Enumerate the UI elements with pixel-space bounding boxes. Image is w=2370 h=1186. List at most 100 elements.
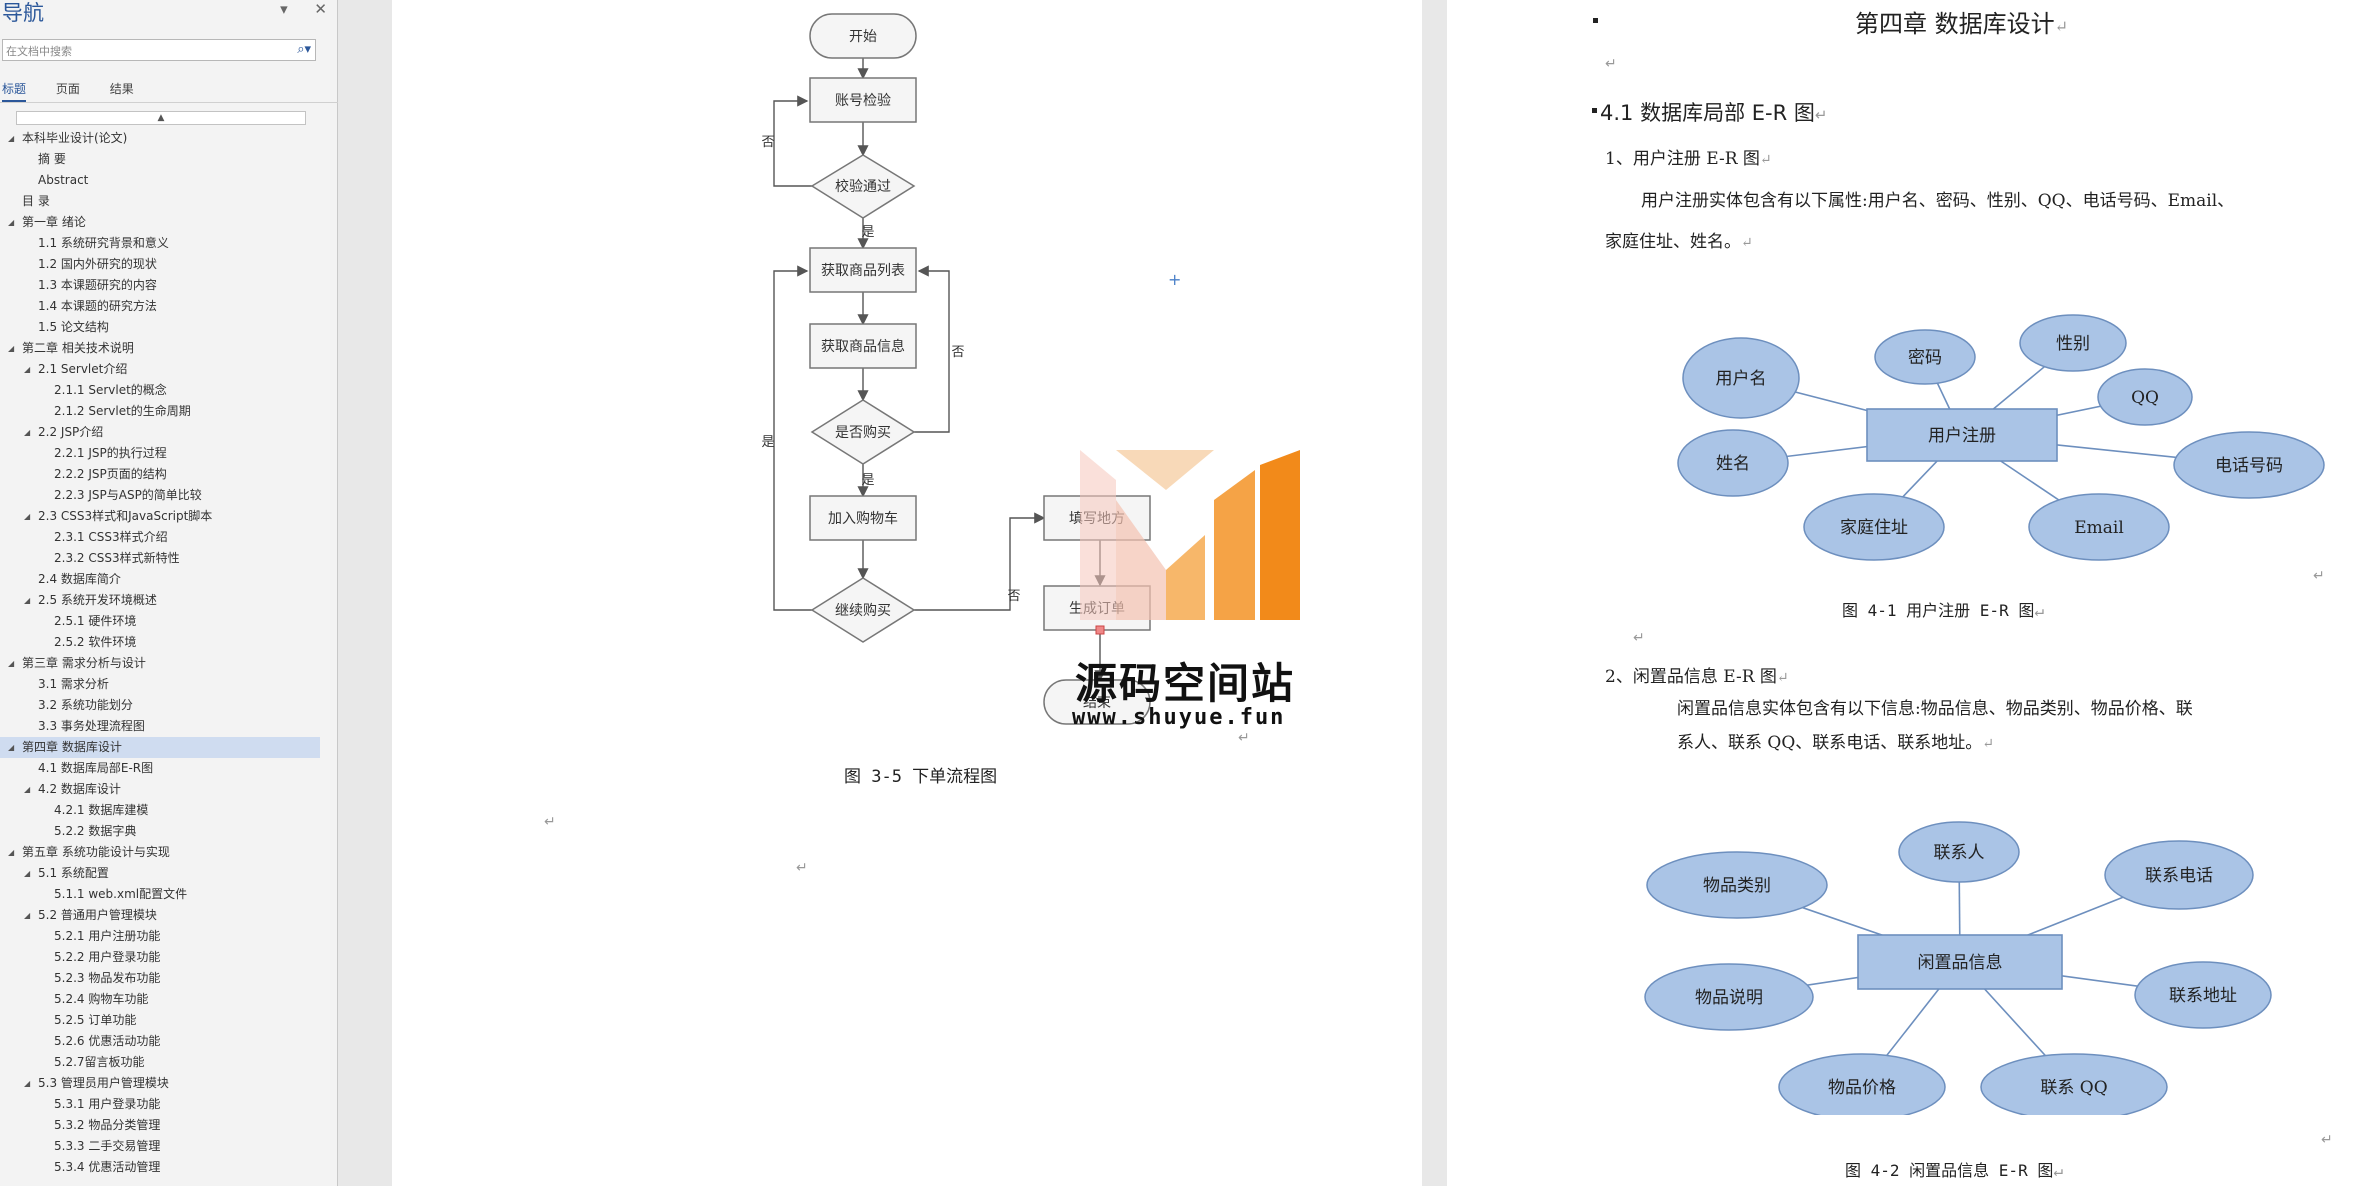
nav-heading-item[interactable]: ◢第三章 需求分析与设计 [0, 653, 320, 674]
nav-heading-item[interactable]: ◢5.1 系统配置 [0, 863, 320, 884]
nav-heading-item[interactable]: 5.3.2 物品分类管理 [0, 1115, 320, 1136]
nav-heading-item[interactable]: ◢第二章 相关技术说明 [0, 338, 320, 359]
er-attribute-ellipse [2028, 493, 2170, 561]
nav-heading-item[interactable]: 2.4 数据库简介 [0, 569, 320, 590]
tab-results[interactable]: 结果 [109, 82, 134, 96]
figure-caption: 图 4-1 用户注册 E-R 图↵ [1842, 601, 2044, 620]
nav-heading-item[interactable]: 2.2.1 JSP的执行过程 [0, 443, 320, 464]
er-attribute-ellipse [2134, 961, 2272, 1029]
nav-heading-item[interactable]: 目 录 [0, 191, 320, 212]
expand-triangle-icon[interactable]: ◢ [24, 1079, 31, 1088]
nav-heading-item[interactable]: ◢第一章 绪论 [0, 212, 320, 233]
nav-heading-label: 4.1 数据库局部E-R图 [38, 761, 154, 775]
nav-header-controls: ▾ ✕ [258, 0, 327, 18]
expand-triangle-icon[interactable]: ◢ [8, 743, 15, 752]
nav-heading-item[interactable]: ◢ 第五章 系统功能设计与实现 [0, 842, 320, 863]
nav-heading-item[interactable]: 4.2.1 数据库建模 [0, 800, 320, 821]
nav-heading-item[interactable]: 5.3.4 优惠活动管理 [0, 1157, 320, 1178]
nav-search-input[interactable]: 在文档中搜索 ⌕▾ [2, 39, 316, 61]
nav-heading-item[interactable]: ◢2.1 Servlet介绍 [0, 359, 320, 380]
nav-heading-item[interactable]: 2.2.2 JSP页面的结构 [0, 464, 320, 485]
flow-decision-node [810, 154, 916, 219]
nav-heading-item[interactable]: ◢4.2 数据库设计 [0, 779, 320, 800]
nav-heading-item[interactable]: 3.1 需求分析 [0, 674, 320, 695]
chevron-down-icon[interactable]: ▾ [280, 0, 288, 18]
expand-triangle-icon[interactable]: ◢ [24, 911, 31, 920]
expand-triangle-icon[interactable]: ◢ [8, 218, 15, 227]
nav-heading-item[interactable]: 5.2.4 购物车功能 [0, 989, 320, 1010]
nav-heading-item[interactable]: 5.2.3 物品发布功能 [0, 968, 320, 989]
nav-heading-item[interactable]: ◢2.2 JSP介绍 [0, 422, 320, 443]
flow-process-node [809, 77, 917, 123]
flow-branch-label: 否 [1007, 589, 1020, 604]
nav-heading-item[interactable]: 5.2.2 数据字典 [0, 821, 320, 842]
nav-heading-item[interactable]: ◢ 5.3 管理员用户管理模块 [0, 1073, 320, 1094]
search-placeholder: 在文档中搜索 [6, 45, 72, 58]
nav-heading-item[interactable]: 3.2 系统功能划分 [0, 695, 320, 716]
nav-heading-item[interactable]: 1.4 本课题的研究方法 [0, 296, 320, 317]
subsection-heading: 1、用户注册 E-R 图↵ [1605, 149, 1772, 169]
nav-heading-item[interactable]: 2.2.3 JSP与ASP的简单比较 [0, 485, 320, 506]
nav-heading-item[interactable]: 1.2 国内外研究的现状 [0, 254, 320, 275]
collapse-all-button[interactable]: ▲ [16, 111, 306, 125]
expand-triangle-icon[interactable]: ◢ [24, 428, 31, 437]
search-icon[interactable]: ⌕▾ [297, 42, 311, 57]
er-attribute-label: 用户名 [1716, 369, 1767, 389]
tab-pages[interactable]: 页面 [55, 82, 80, 96]
er-attribute-ellipse [2097, 368, 2193, 426]
expand-triangle-icon[interactable]: ◢ [24, 596, 31, 605]
nav-heading-item[interactable]: ◢2.5 系统开发环境概述 [0, 590, 320, 611]
nav-heading-label: 第五章 系统功能设计与实现 [22, 845, 170, 859]
nav-heading-item[interactable]: 1.3 本课题研究的内容 [0, 275, 320, 296]
nav-heading-item[interactable]: 2.1.2 Servlet的生命周期 [0, 401, 320, 422]
expand-triangle-icon[interactable]: ◢ [8, 134, 15, 143]
nav-heading-item[interactable]: 5.2.7留言板功能 [0, 1052, 320, 1073]
nav-heading-item[interactable]: 摘 要 [0, 149, 320, 170]
nav-heading-item[interactable]: 5.3.3 二手交易管理 [0, 1136, 320, 1157]
nav-heading-item[interactable]: 1.1 系统研究背景和意义 [0, 233, 320, 254]
er-entity-label: 闲置品信息 [1918, 953, 2003, 973]
expand-triangle-icon[interactable]: ◢ [8, 659, 15, 668]
flow-label: 开始 [849, 29, 877, 45]
flow-branch-label: 是 [861, 225, 874, 240]
nav-heading-item[interactable]: 1.5 论文结构 [0, 317, 320, 338]
tab-headings[interactable]: 标题 [2, 80, 27, 103]
nav-heading-item[interactable]: ◢2.3 CSS3样式和JavaScript脚本 [0, 506, 320, 527]
nav-heading-item[interactable]: ◢第四章 数据库设计 [0, 737, 320, 758]
nav-heading-label: 5.3 管理员用户管理模块 [38, 1076, 169, 1090]
er-attribute-ellipse [1682, 337, 1800, 419]
expand-triangle-icon[interactable]: ◢ [24, 512, 31, 521]
figure-caption: 图 3-5 下单流程图 [844, 767, 998, 787]
nav-heading-item[interactable]: 2.5.1 硬件环境 [0, 611, 320, 632]
nav-heading-item[interactable]: 5.2.1 用户注册功能 [0, 926, 320, 947]
nav-heading-label: 2.3.2 CSS3样式新特性 [54, 551, 180, 565]
nav-heading-item[interactable]: ◢5.2 普通用户管理模块 [0, 905, 320, 926]
nav-heading-label: 2.4 数据库简介 [38, 572, 121, 586]
nav-heading-label: 5.2.6 优惠活动功能 [54, 1034, 161, 1048]
navigation-pane: 导航 ▾ ✕ 在文档中搜索 ⌕▾ 标题 页面 结果 ▲ ◢本科毕业设计(论文)摘… [0, 0, 338, 1186]
nav-heading-item[interactable]: 4.1 数据库局部E-R图 [0, 758, 320, 779]
expand-triangle-icon[interactable]: ◢ [8, 344, 15, 353]
paragraph-mark: ↵ [544, 814, 556, 830]
nav-heading-item[interactable]: 5.2.6 优惠活动功能 [0, 1031, 320, 1052]
nav-heading-label: 2.1.2 Servlet的生命周期 [54, 404, 191, 418]
expand-triangle-icon[interactable]: ◢ [8, 848, 15, 857]
nav-heading-item[interactable]: 5.2.5 订单功能 [0, 1010, 320, 1031]
expand-triangle-icon[interactable]: ◢ [24, 869, 31, 878]
expand-triangle-icon[interactable]: ◢ [24, 785, 31, 794]
nav-heading-item[interactable]: 5.3.1 用户登录功能 [0, 1094, 320, 1115]
nav-heading-item[interactable]: 5.1.1 web.xml配置文件 [0, 884, 320, 905]
expand-triangle-icon[interactable]: ◢ [24, 365, 31, 374]
nav-heading-item[interactable]: Abstract [0, 170, 320, 191]
nav-heading-item[interactable]: 5.2.2 用户登录功能 [0, 947, 320, 968]
close-icon[interactable]: ✕ [314, 0, 327, 18]
nav-heading-label: 2.3.1 CSS3样式介绍 [54, 530, 168, 544]
nav-heading-item[interactable]: 3.3 事务处理流程图 [0, 716, 320, 737]
nav-heading-item[interactable]: 2.3.2 CSS3样式新特性 [0, 548, 320, 569]
er-attribute-label: 联系地址 [2169, 986, 2237, 1006]
nav-heading-item[interactable]: 2.1.1 Servlet的概念 [0, 380, 320, 401]
nav-heading-item[interactable]: 2.3.1 CSS3样式介绍 [0, 527, 320, 548]
nav-heading-item[interactable]: ◢本科毕业设计(论文) [0, 128, 320, 149]
nav-heading-item[interactable]: 2.5.2 软件环境 [0, 632, 320, 653]
crosshair-icon: + [1168, 270, 1182, 289]
